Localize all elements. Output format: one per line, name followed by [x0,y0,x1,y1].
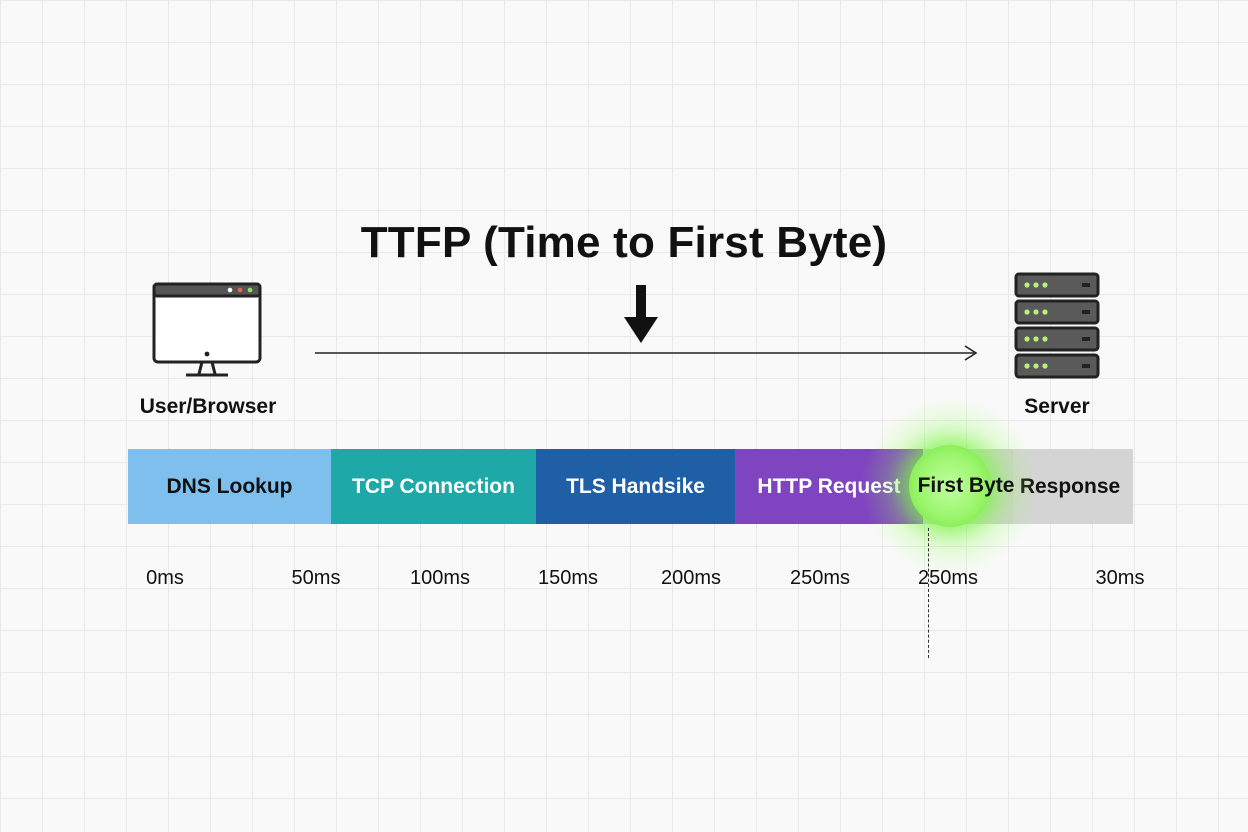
time-tick: 50ms [291,567,341,589]
time-tick: 250ms [789,567,851,589]
diagram-title: TTFP (Time to First Byte) [360,218,888,267]
time-tick: 200ms [660,567,722,589]
phase-label: TLS Handsike [566,474,705,498]
time-tick: 30ms [1095,567,1145,589]
time-tick: 150ms [537,567,599,589]
time-tick: 100ms [409,567,471,589]
server-label: Server [1024,395,1090,418]
time-tick: 250ms [917,567,979,589]
phase-label: Response [1019,474,1121,498]
monitor-icon [152,282,262,377]
client-label: User/Browser [139,395,277,418]
first-byte-highlight [909,445,991,527]
first-byte-label: First Byte [917,474,1015,497]
down-arrow-icon [624,285,658,343]
first-byte-marker-line [928,528,929,658]
phase-tcp-connection: TCP Connection [331,449,536,524]
server-rack-icon [1014,272,1100,379]
phase-label: TCP Connection [352,474,515,498]
phase-label: DNS Lookup [166,474,293,498]
phase-tls-handshake: TLS Handsike [536,449,735,524]
phase-dns-lookup: DNS Lookup [128,449,331,524]
time-tick: 0ms [146,567,184,589]
